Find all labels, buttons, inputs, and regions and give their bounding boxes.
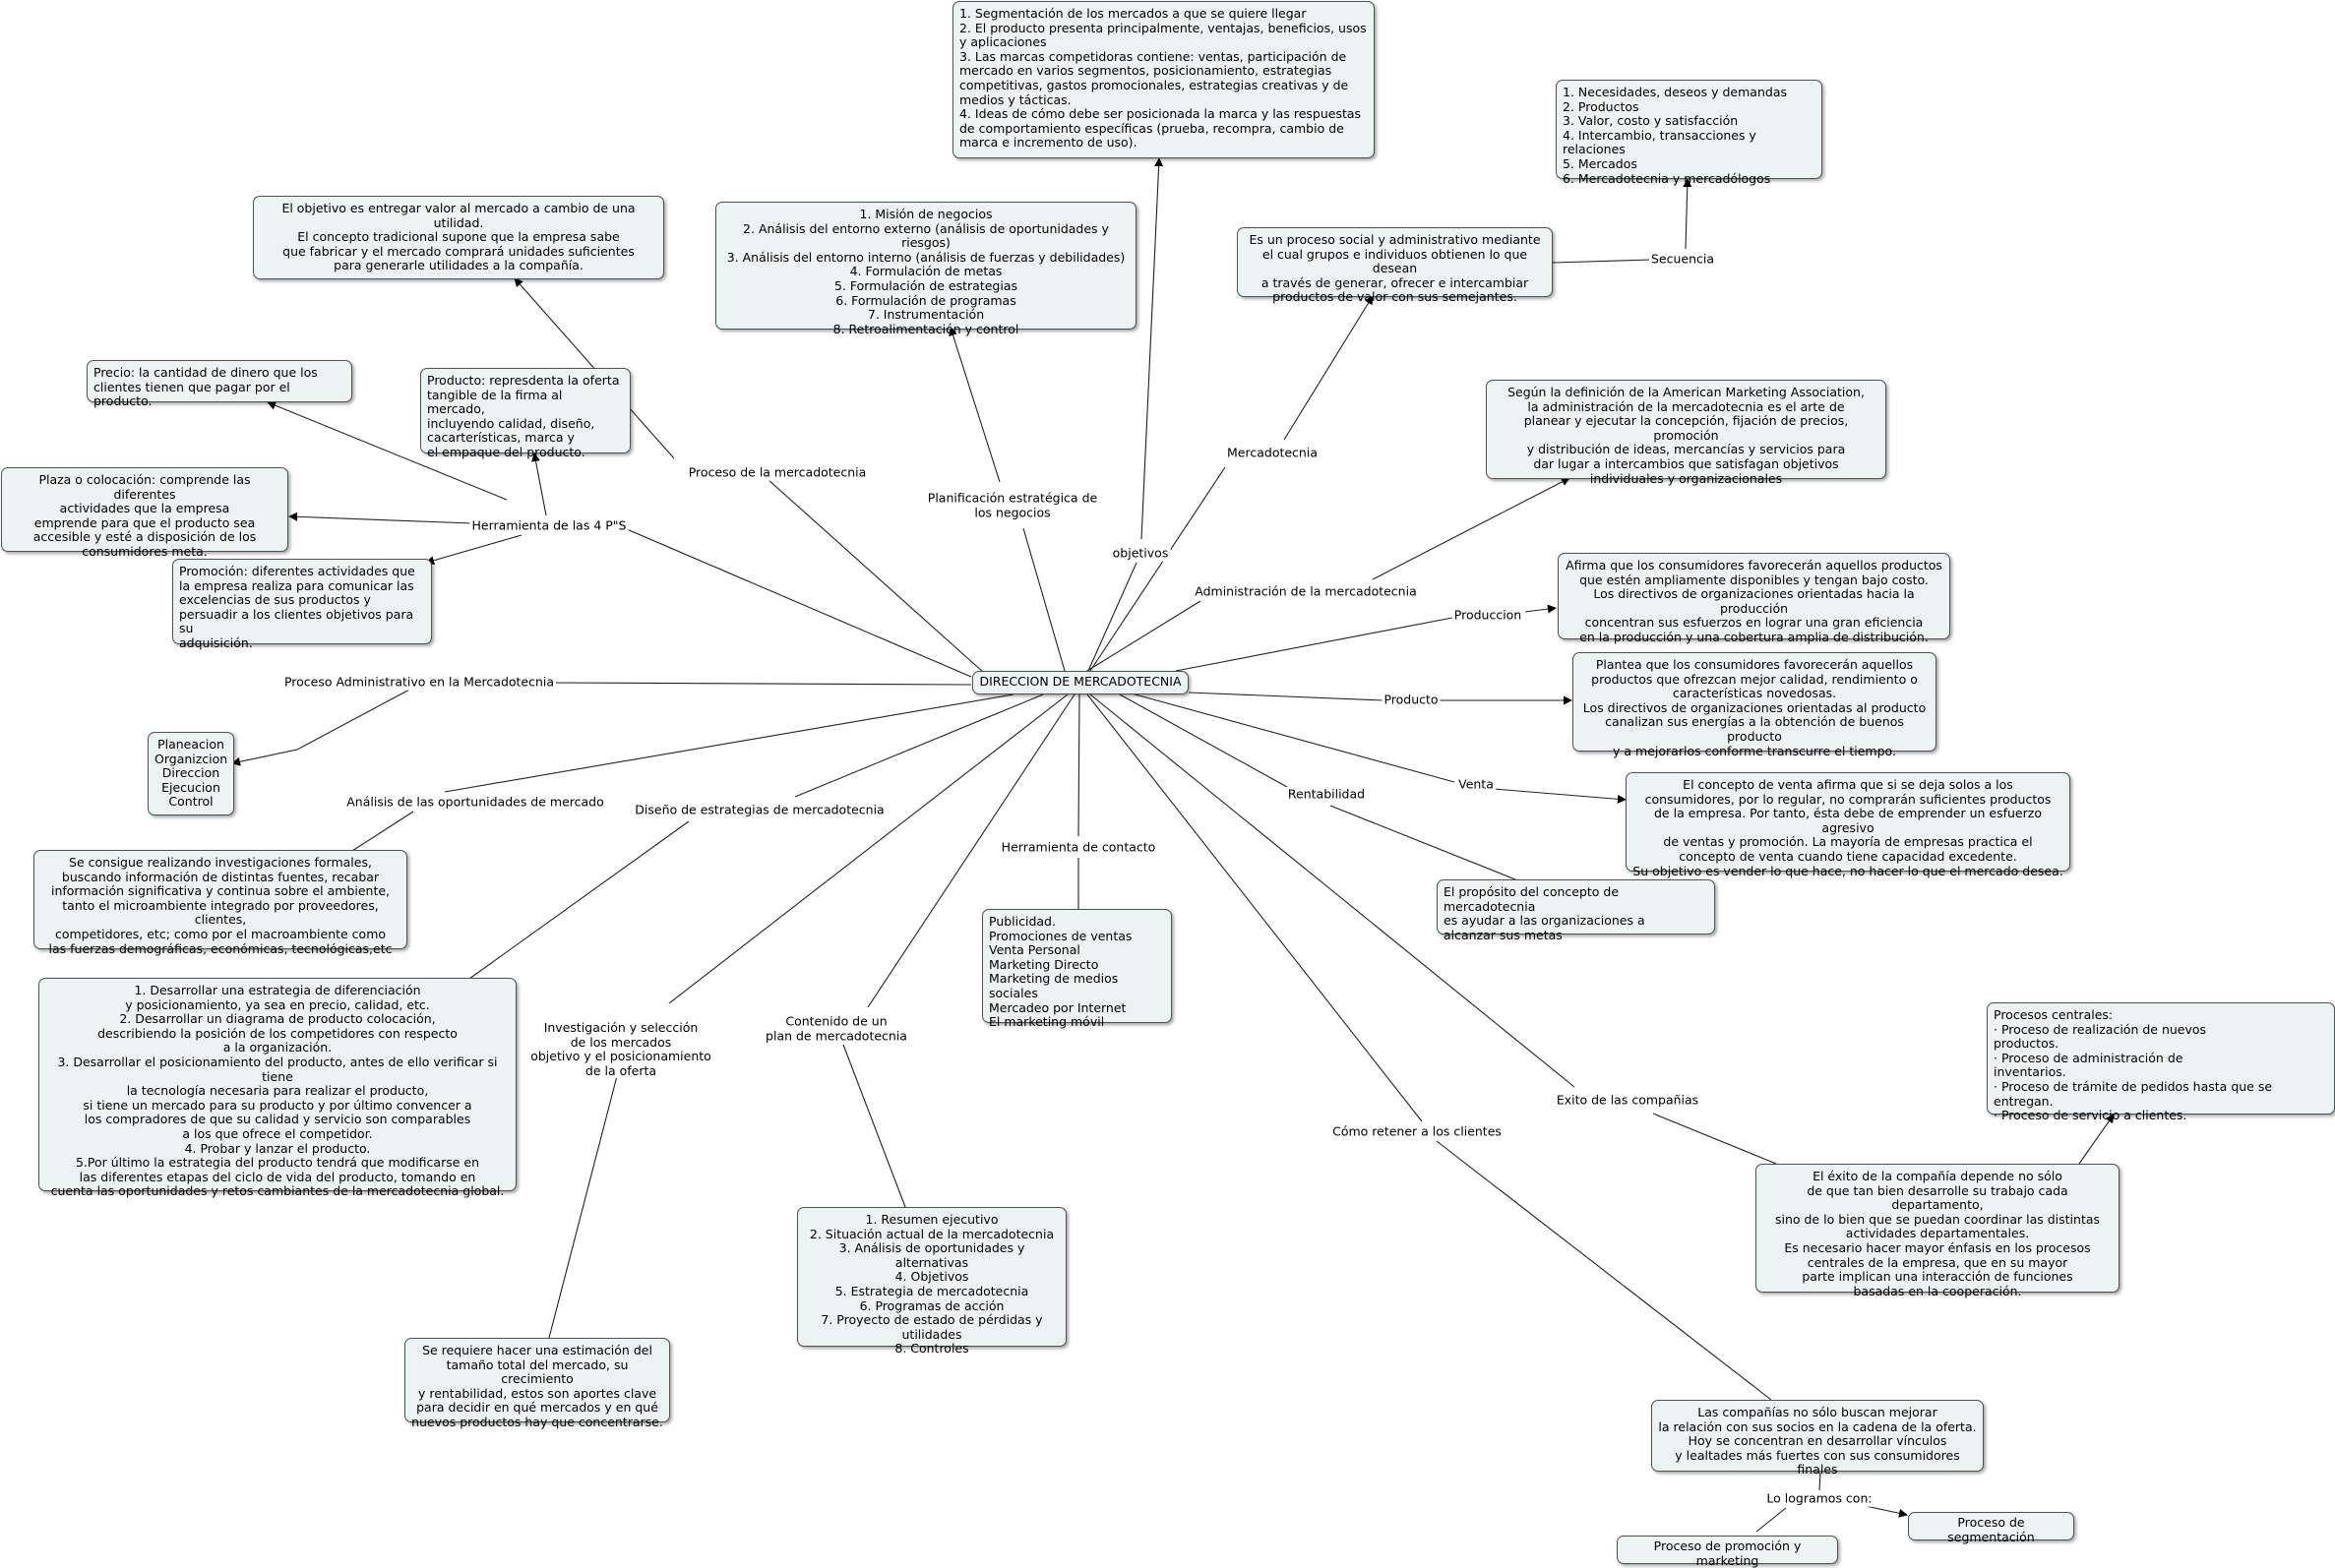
node-promocion[interactable]: Promoción: diferentes actividades que la…	[172, 559, 432, 650]
node-proceso-mercadotecnia[interactable]: El objetivo es entregar valor al mercado…	[253, 196, 664, 279]
node-herramienta-contacto[interactable]: Publicidad. Promociones de ventas Venta …	[982, 909, 1172, 1029]
link-label-exito: Exito de las compañias	[1554, 1092, 1701, 1109]
node-procesos-centrales[interactable]: Procesos centrales: · Proceso de realiza…	[1987, 1002, 2335, 1122]
node-produccion-concepto[interactable]: Afirma que los consumidores favorecerán …	[1558, 553, 1950, 644]
link-label-objetivos: objetivos	[1110, 545, 1171, 562]
central-node[interactable]: DIRECCION DE MERCADOTECNIA	[972, 671, 1189, 694]
node-administracion-definicion[interactable]: Según la definición de la American Marke…	[1486, 380, 1886, 485]
node-rentabilidad-concepto[interactable]: El propósito del concepto de mercadotecn…	[1437, 879, 1715, 942]
link-label-retener-clientes: Cómo retener a los clientes	[1330, 1123, 1504, 1140]
node-diseno-estrategias[interactable]: 1. Desarrollar una estrategia de diferen…	[38, 978, 517, 1198]
node-plaza[interactable]: Plaza o colocación: comprende las difere…	[1, 467, 288, 559]
link-label-proceso-mercadotecnia: Proceso de la mercadotecnia	[686, 464, 869, 481]
node-proceso-administrativo[interactable]: Planeacion Organizcion Direccion Ejecuci…	[148, 732, 234, 815]
link-label-venta: Venta	[1456, 776, 1496, 793]
link-label-secuencia: Secuencia	[1648, 251, 1717, 268]
link-label-contenido-plan: Contenido de un plan de mercadotecnia	[764, 1013, 909, 1044]
node-exito-companias[interactable]: El éxito de la compañía depende no sólo …	[1755, 1164, 2120, 1298]
link-label-mercadotecnia: Mercadotecnia	[1225, 445, 1320, 461]
link-label-herramienta-contacto: Herramienta de contacto	[999, 839, 1158, 856]
node-producto-concepto[interactable]: Plantea que los consumidores favorecerán…	[1572, 652, 1936, 757]
node-venta-concepto[interactable]: El concepto de venta afirma que si se de…	[1626, 772, 2070, 877]
link-label-diseno-estrategias: Diseño de estrategias de mercadotecnia	[633, 802, 887, 818]
link-label-producto: Producto	[1382, 692, 1441, 708]
link-label-proceso-administrativo: Proceso Administrativo en la Mercadotecn…	[281, 674, 557, 691]
node-precio[interactable]: Precio: la cantidad de dinero que los cl…	[87, 360, 352, 408]
link-label-4ps: Herramienta de las 4 P"S	[469, 517, 629, 534]
node-proceso-segmentacion[interactable]: Proceso de segmentación	[1908, 1512, 2074, 1543]
link-label-lo-logramos: Lo logramos con:	[1764, 1490, 1874, 1507]
node-analisis-oportunidades[interactable]: Se consigue realizando investigaciones f…	[33, 850, 407, 955]
node-proceso-promocion[interactable]: Proceso de promoción y marketing	[1617, 1536, 1838, 1567]
link-label-analisis-oportunidades: Análisis de las oportunidades de mercado	[344, 794, 606, 811]
link-label-rentabilidad: Rentabilidad	[1285, 786, 1368, 803]
link-label-planificacion: Planificación estratégica de los negocio…	[925, 490, 1100, 520]
node-mercadotecnia-definicion[interactable]: Es un proceso social y administrativo me…	[1237, 227, 1553, 304]
node-planificacion-pasos[interactable]: 1. Misión de negocios 2. Análisis del en…	[715, 202, 1137, 336]
node-secuencia-conceptos[interactable]: 1. Necesidades, deseos y demandas 2. Pro…	[1556, 80, 1822, 185]
link-label-produccion: Produccion	[1451, 607, 1524, 624]
node-objetivos-segmentacion[interactable]: 1. Segmentación de los mercados a que se…	[952, 1, 1375, 158]
node-investigacion-mercados[interactable]: Se requiere hacer una estimación del tam…	[404, 1338, 670, 1429]
node-plan-contenido[interactable]: 1. Resumen ejecutivo 2. Situación actual…	[797, 1207, 1067, 1356]
node-producto-4p[interactable]: Producto: represdenta la oferta tangible…	[420, 368, 631, 459]
node-retener-clientes[interactable]: Las compañías no sólo buscan mejorar la …	[1651, 1400, 1984, 1477]
link-label-administracion: Administración de la mercadotecnia	[1193, 583, 1419, 600]
link-label-investigacion: Investigación y selección de los mercado…	[528, 1019, 713, 1079]
